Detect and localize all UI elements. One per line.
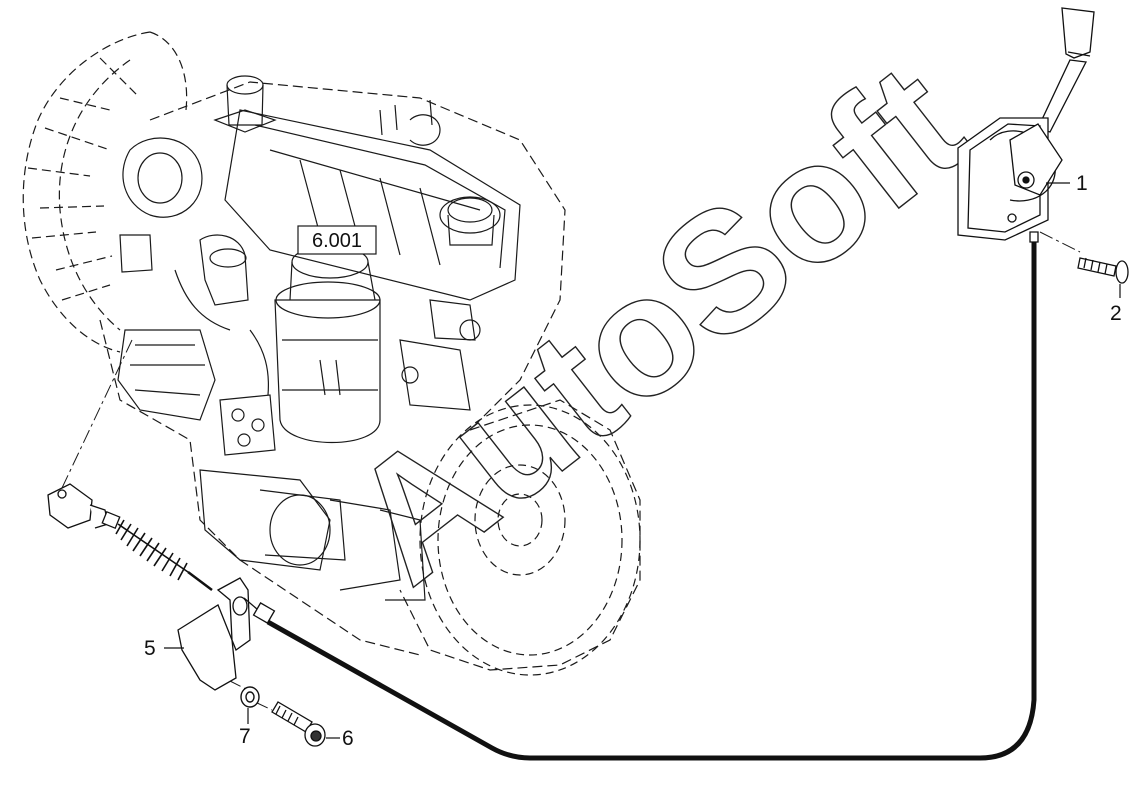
intake-manifold xyxy=(119,137,249,306)
callout-6: 6 xyxy=(326,727,354,750)
starter-motor xyxy=(199,469,426,601)
control-lever xyxy=(957,7,1095,243)
valve-cover xyxy=(224,109,521,301)
cable-bracket xyxy=(177,577,276,691)
washer xyxy=(240,686,260,708)
throttle-cable xyxy=(266,238,1037,761)
callout-2: 2 xyxy=(1110,284,1122,325)
callout-1-label: 1 xyxy=(1076,172,1088,195)
cable-bellows xyxy=(115,519,213,591)
engine-block-outline xyxy=(99,81,641,671)
callout-7-label: 7 xyxy=(239,725,251,748)
reference-tag: 6.001 xyxy=(297,225,377,255)
fuel-filter xyxy=(274,245,381,443)
cooling-fan xyxy=(22,31,188,353)
callout-2-label: 2 xyxy=(1110,302,1122,325)
cable-end-fitting xyxy=(47,483,121,530)
lever-screw xyxy=(1077,257,1129,284)
callout-5: 5 xyxy=(144,637,184,660)
reference-tag-text: 6.001 xyxy=(312,230,362,252)
oil-filler xyxy=(213,75,277,133)
callout-1: 1 xyxy=(1046,172,1088,195)
engine-assembly xyxy=(22,31,641,676)
injection-pump xyxy=(117,329,276,456)
engine-details xyxy=(174,99,481,411)
callout-7: 7 xyxy=(239,708,251,748)
watermark-text: AutoSoft xyxy=(316,28,998,619)
flywheel xyxy=(419,404,641,676)
callout-6-label: 6 xyxy=(342,727,354,750)
cap-screw xyxy=(271,701,326,747)
callout-5-label: 5 xyxy=(144,637,156,660)
